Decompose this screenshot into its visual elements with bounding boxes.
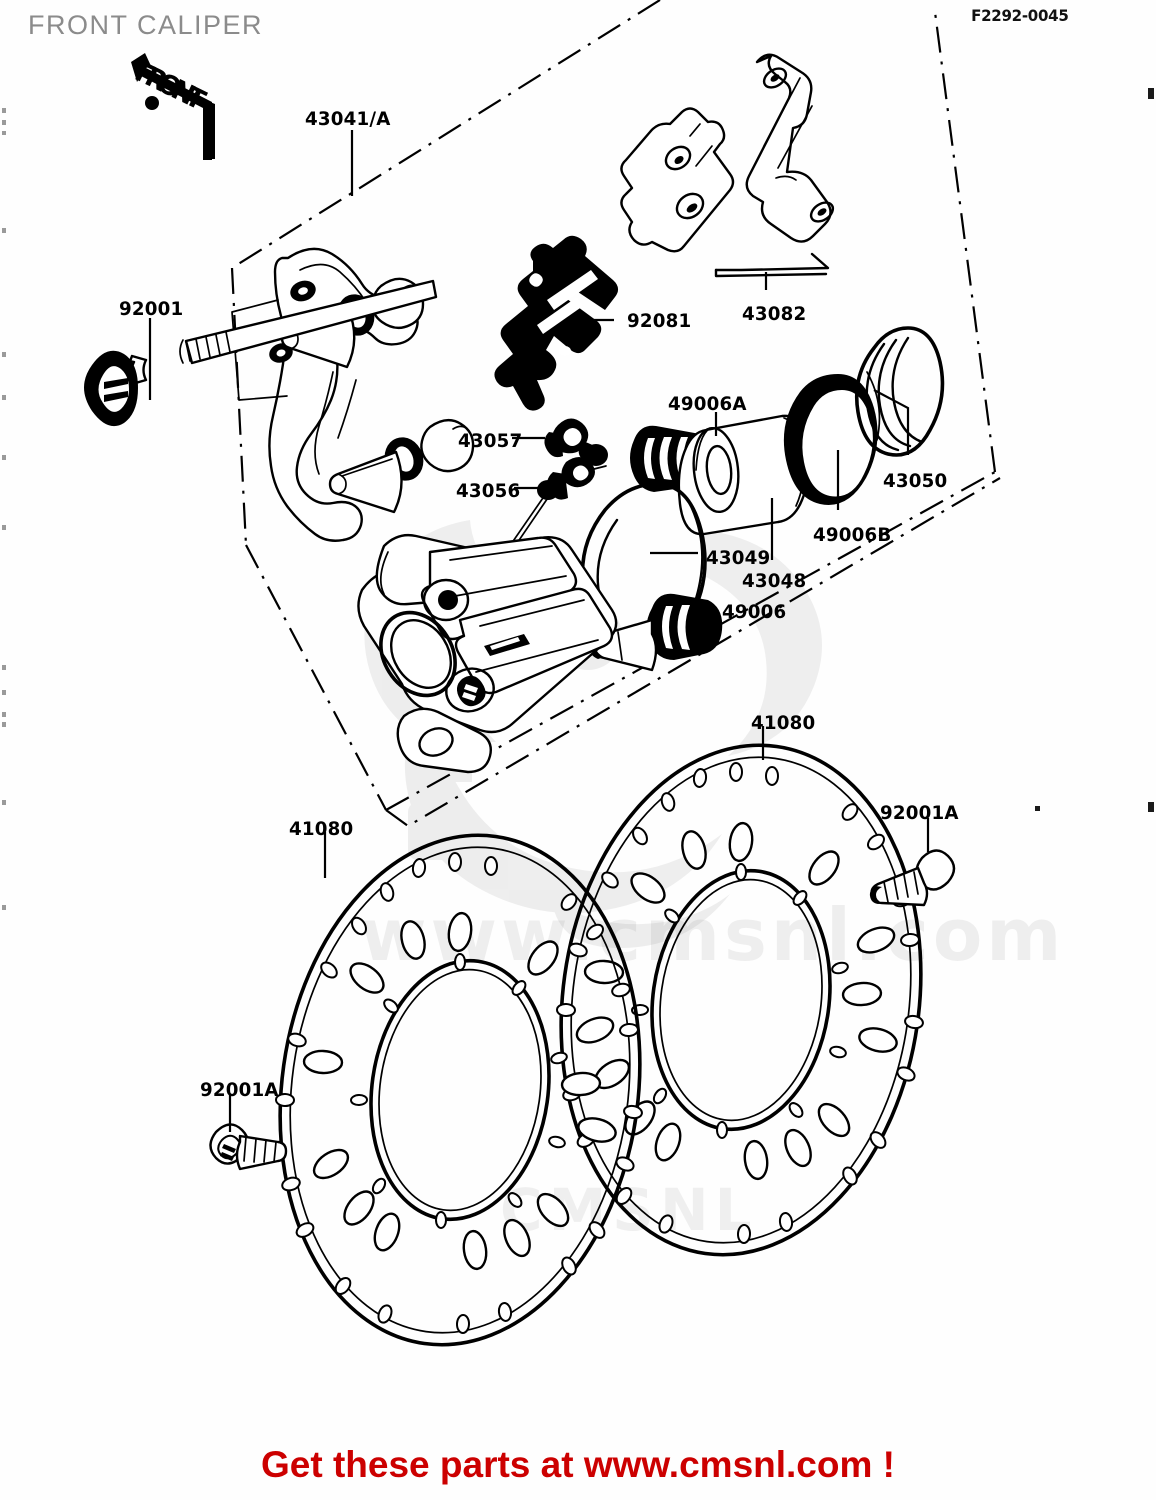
part-label-43057: 43057 — [458, 430, 523, 452]
part-label-43048: 43048 — [742, 570, 807, 592]
footer-caption: Get these parts at www.cmsnl.com ! — [261, 1444, 895, 1485]
leader-lines — [148, 130, 930, 1132]
disc-right-inner-holes — [631, 863, 849, 1139]
part-dust-boot-49006 — [590, 593, 723, 672]
part-label-92081: 92081 — [627, 310, 692, 332]
disc-right-slots — [583, 821, 898, 1181]
part-label-41080-left: 41080 — [289, 818, 354, 840]
bolt-thread — [179, 331, 231, 364]
bolt-thread-left — [243, 1136, 277, 1163]
part-brake-disc-right-41080 — [556, 743, 924, 1257]
brake-pad-rear — [745, 53, 835, 243]
part-label-43082: 43082 — [742, 303, 807, 325]
part-label-43041A: 43041/A — [305, 108, 391, 130]
disc-left-slots — [302, 911, 617, 1271]
svg-text:FRONT: FRONT — [130, 56, 211, 117]
part-label-43056: 43056 — [456, 480, 521, 502]
part-pad-spring-92081 — [494, 235, 619, 411]
caliper-cylinder-bore — [379, 610, 457, 698]
part-label-92001A-left: 92001A — [200, 1079, 279, 1101]
part-brake-disc-left-41080 — [275, 833, 643, 1347]
part-label-41080-right: 41080 — [751, 712, 816, 734]
part-dust-seal-49006B — [783, 371, 881, 505]
caliper-boss-upper — [422, 578, 470, 622]
part-label-49006A: 49006A — [668, 393, 747, 415]
disc-left-inner-holes — [350, 953, 568, 1229]
part-caliper-body — [357, 533, 618, 774]
figure-code: F2292-0045 — [971, 6, 1069, 25]
part-label-43049: 43049 — [706, 547, 771, 569]
caliper-boss-lower — [445, 667, 495, 713]
part-label-92001A-right: 92001A — [880, 802, 959, 824]
part-label-49006: 49006 — [722, 601, 787, 623]
part-caliper-holder-43041A — [231, 247, 475, 542]
svg-text:www.cmsnl.com: www.cmsnl.com — [360, 893, 1065, 977]
front-orientation-marker: FRONT — [130, 53, 215, 160]
page-title: FRONT CALIPER — [28, 10, 264, 40]
holder-lower-slide-pin — [328, 419, 475, 514]
part-label-43050: 43050 — [883, 470, 948, 492]
part-disc-bolt-left-92001A — [209, 1123, 288, 1171]
part-brake-pads-43082 — [620, 53, 835, 278]
part-caliper-mount-bolt-92001 — [84, 279, 438, 427]
part-piston-seal-43050 — [854, 326, 945, 457]
brake-pad-front — [620, 107, 735, 253]
disc-left-holes — [275, 852, 643, 1334]
part-label-49006B: 49006B — [813, 524, 892, 546]
part-disc-bolt-right-92001A — [869, 849, 956, 907]
part-label-92001: 92001 — [119, 298, 184, 320]
caliper-bridge — [420, 536, 614, 695]
bolt-thread-right — [883, 871, 919, 903]
bleed-cap — [544, 418, 608, 466]
